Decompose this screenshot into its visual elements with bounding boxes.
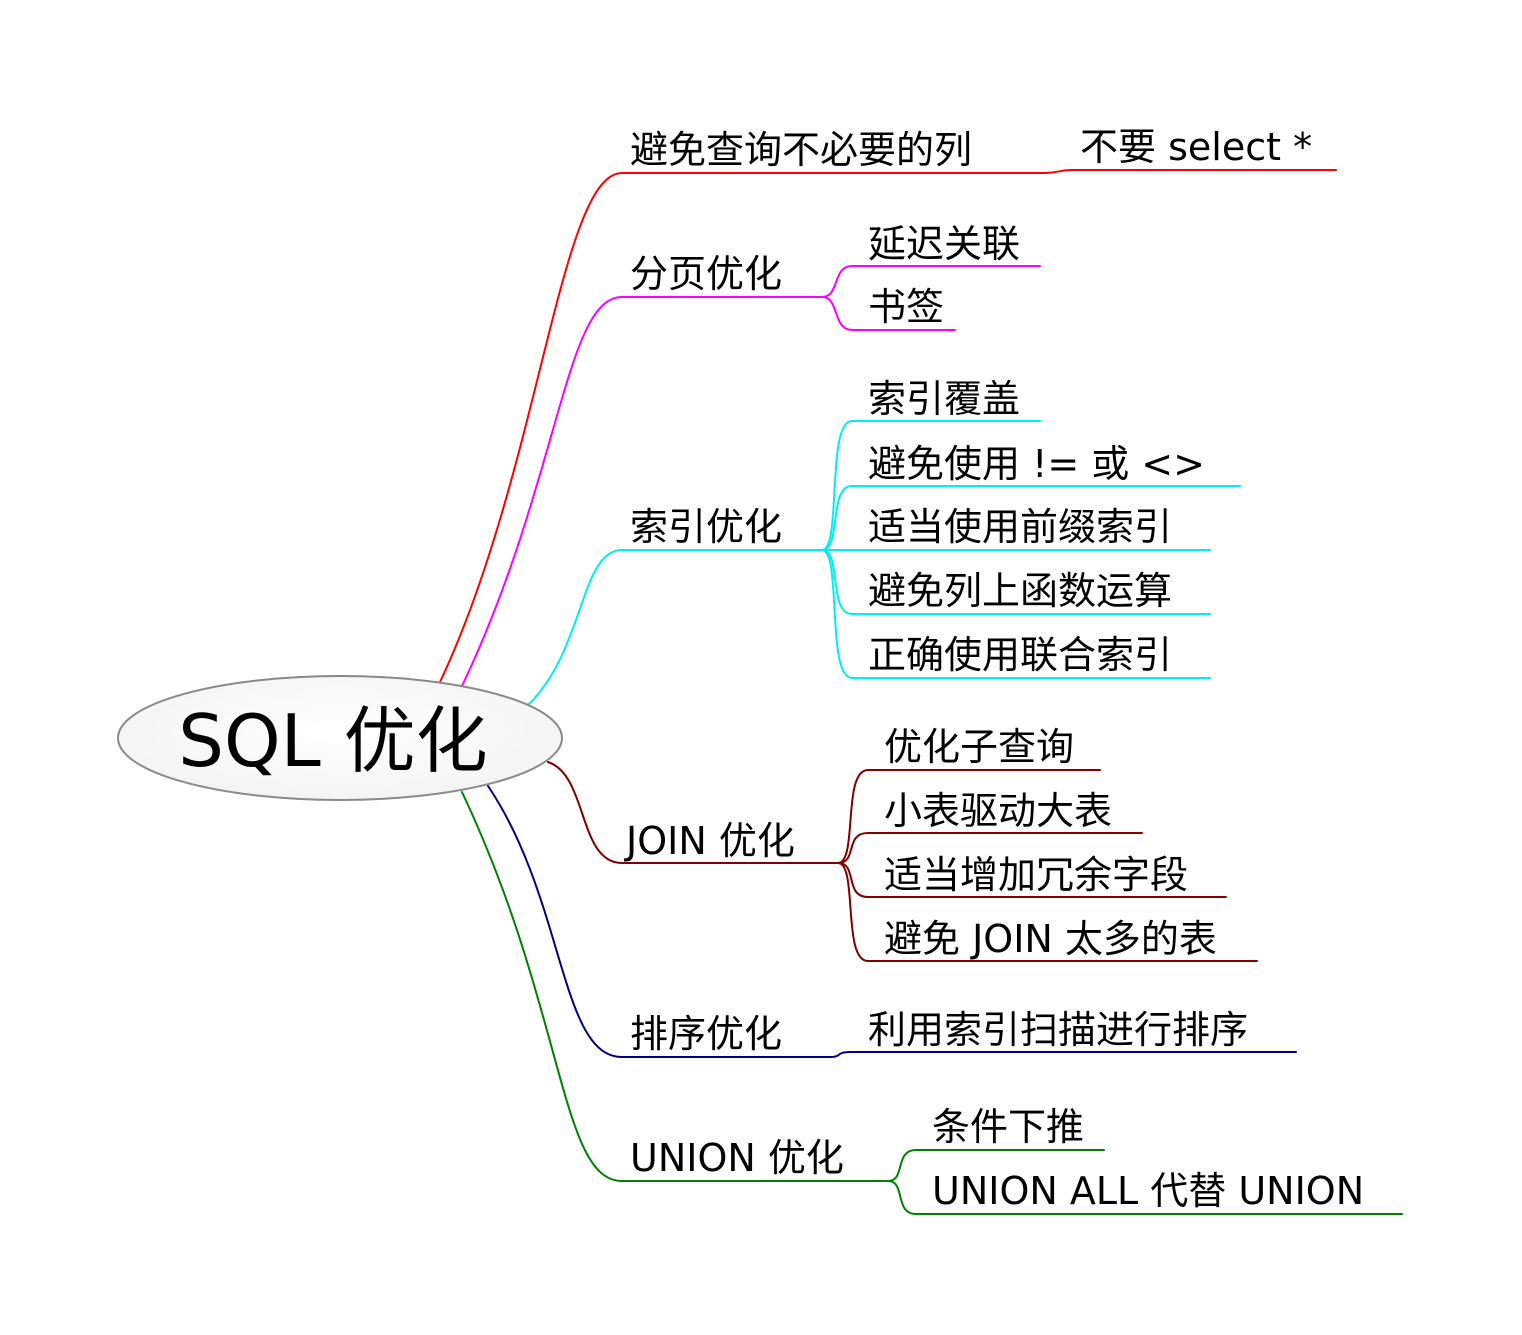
branch-label: 排序优化 [630, 1012, 782, 1056]
branch-label: UNION 优化 [630, 1136, 844, 1180]
branch-sorting: 排序优化 利用索引扫描进行排序 [487, 785, 1297, 1058]
child-connector [821, 296, 853, 331]
child-connector [837, 862, 869, 962]
child-label: 避免列上函数运算 [868, 569, 1172, 613]
child-label: 延迟关联 [868, 222, 1020, 266]
branch-connector [461, 791, 623, 1182]
child-label: 避免使用 != 或 <> [868, 442, 1205, 486]
branch-label: 避免查询不必要的列 [630, 128, 972, 172]
branch-label: 索引优化 [630, 505, 782, 549]
branch-pagination: 分页优化 延迟关联 书签 [461, 222, 1041, 687]
child-label: 书签 [868, 285, 944, 329]
central-label: SQL 优化 [178, 699, 487, 783]
child-connector [887, 1149, 917, 1182]
child-label: 适当增加冗余字段 [884, 853, 1188, 897]
central-ellipse [117, 675, 563, 801]
child-connector [837, 769, 869, 864]
branch-label: JOIN 优化 [624, 819, 795, 863]
child-label: 利用索引扫描进行排序 [868, 1008, 1248, 1052]
child-connector [887, 1180, 917, 1215]
branch-avoid-unneeded-columns: 避免查询不必要的列 不要 select * [439, 125, 1337, 683]
branch-connector [439, 172, 623, 683]
child-connector [821, 549, 853, 615]
child-label: 条件下推 [932, 1105, 1084, 1149]
child-connector [821, 265, 853, 298]
branch-connector [461, 296, 623, 687]
child-label: 正确使用联合索引 [868, 633, 1172, 677]
child-connector [821, 485, 853, 551]
child-connector [837, 832, 869, 864]
child-label: 避免 JOIN 太多的表 [884, 917, 1217, 961]
child-connector [821, 549, 853, 679]
child-connector [829, 1051, 851, 1058]
child-label: 优化子查询 [884, 725, 1074, 769]
branch-join: JOIN 优化 优化子查询 小表驱动大表 适当增加冗余字段 避免 JOIN 太多… [547, 725, 1258, 962]
child-label: 不要 select * [1080, 125, 1312, 169]
child-connector [821, 420, 853, 551]
branch-union: UNION 优化 条件下推 UNION ALL 代替 UNION [461, 791, 1403, 1215]
child-connector [1044, 169, 1073, 174]
child-connector [837, 862, 869, 898]
branch-connector [547, 761, 623, 864]
child-label: UNION ALL 代替 UNION [932, 1169, 1364, 1213]
branch-connector [527, 549, 623, 706]
branch-label: 分页优化 [630, 252, 782, 296]
branch-connector [487, 785, 623, 1058]
child-label: 索引覆盖 [868, 377, 1020, 421]
central-node: SQL 优化 [117, 675, 563, 801]
child-label: 适当使用前缀索引 [868, 505, 1172, 549]
child-label: 小表驱动大表 [884, 789, 1112, 833]
branch-index: 索引优化 索引覆盖 避免使用 != 或 <> 适当使用前缀索引 避免列上函数运算… [527, 377, 1241, 706]
